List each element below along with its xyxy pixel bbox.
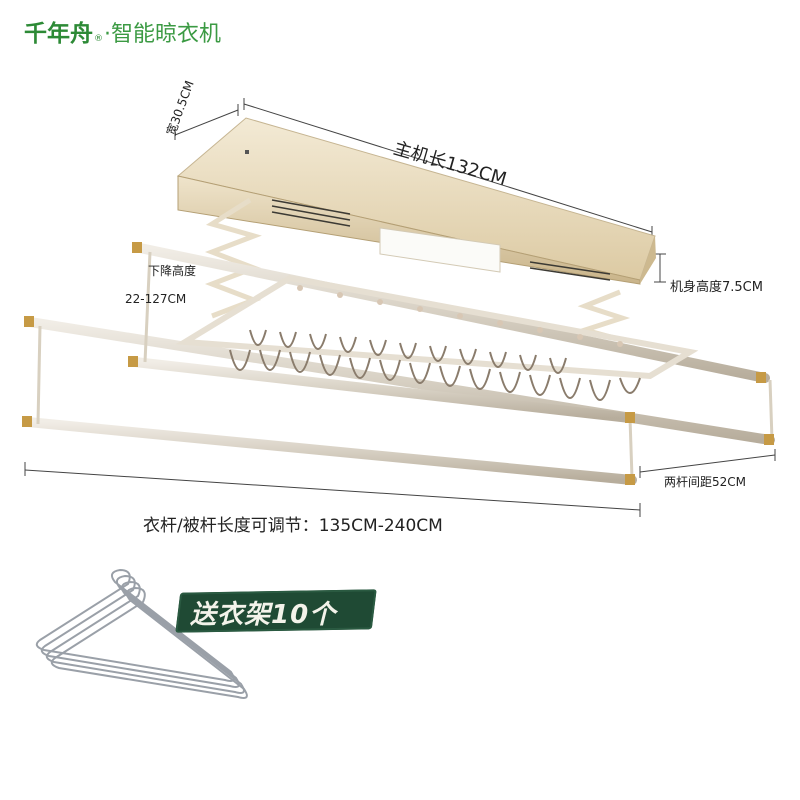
product-name: 智能晾衣机: [111, 22, 222, 47]
registered-mark: ®: [94, 34, 103, 44]
promo-badge-text: 送衣架10个: [190, 600, 337, 630]
hanger-stack-icon: [35, 568, 248, 699]
drop-height-label-line2: 22-127CM: [125, 292, 187, 306]
brand-separator: ·: [104, 22, 111, 47]
hanging-rods: [22, 242, 775, 485]
rod-length-label: 衣杆/被杆长度可调节：135CM-240CM: [143, 516, 443, 536]
body-height-label: 机身高度7.5CM: [670, 280, 763, 295]
brand-name: 千年舟: [24, 21, 93, 47]
rod-spacing-label: 两杆间距52CM: [664, 475, 747, 489]
brand-logo: 千年舟 ® · 智能晾衣机: [24, 14, 221, 48]
drop-height-label-line1: 下降高度: [148, 264, 197, 278]
clip-drying-frame: [175, 274, 699, 401]
